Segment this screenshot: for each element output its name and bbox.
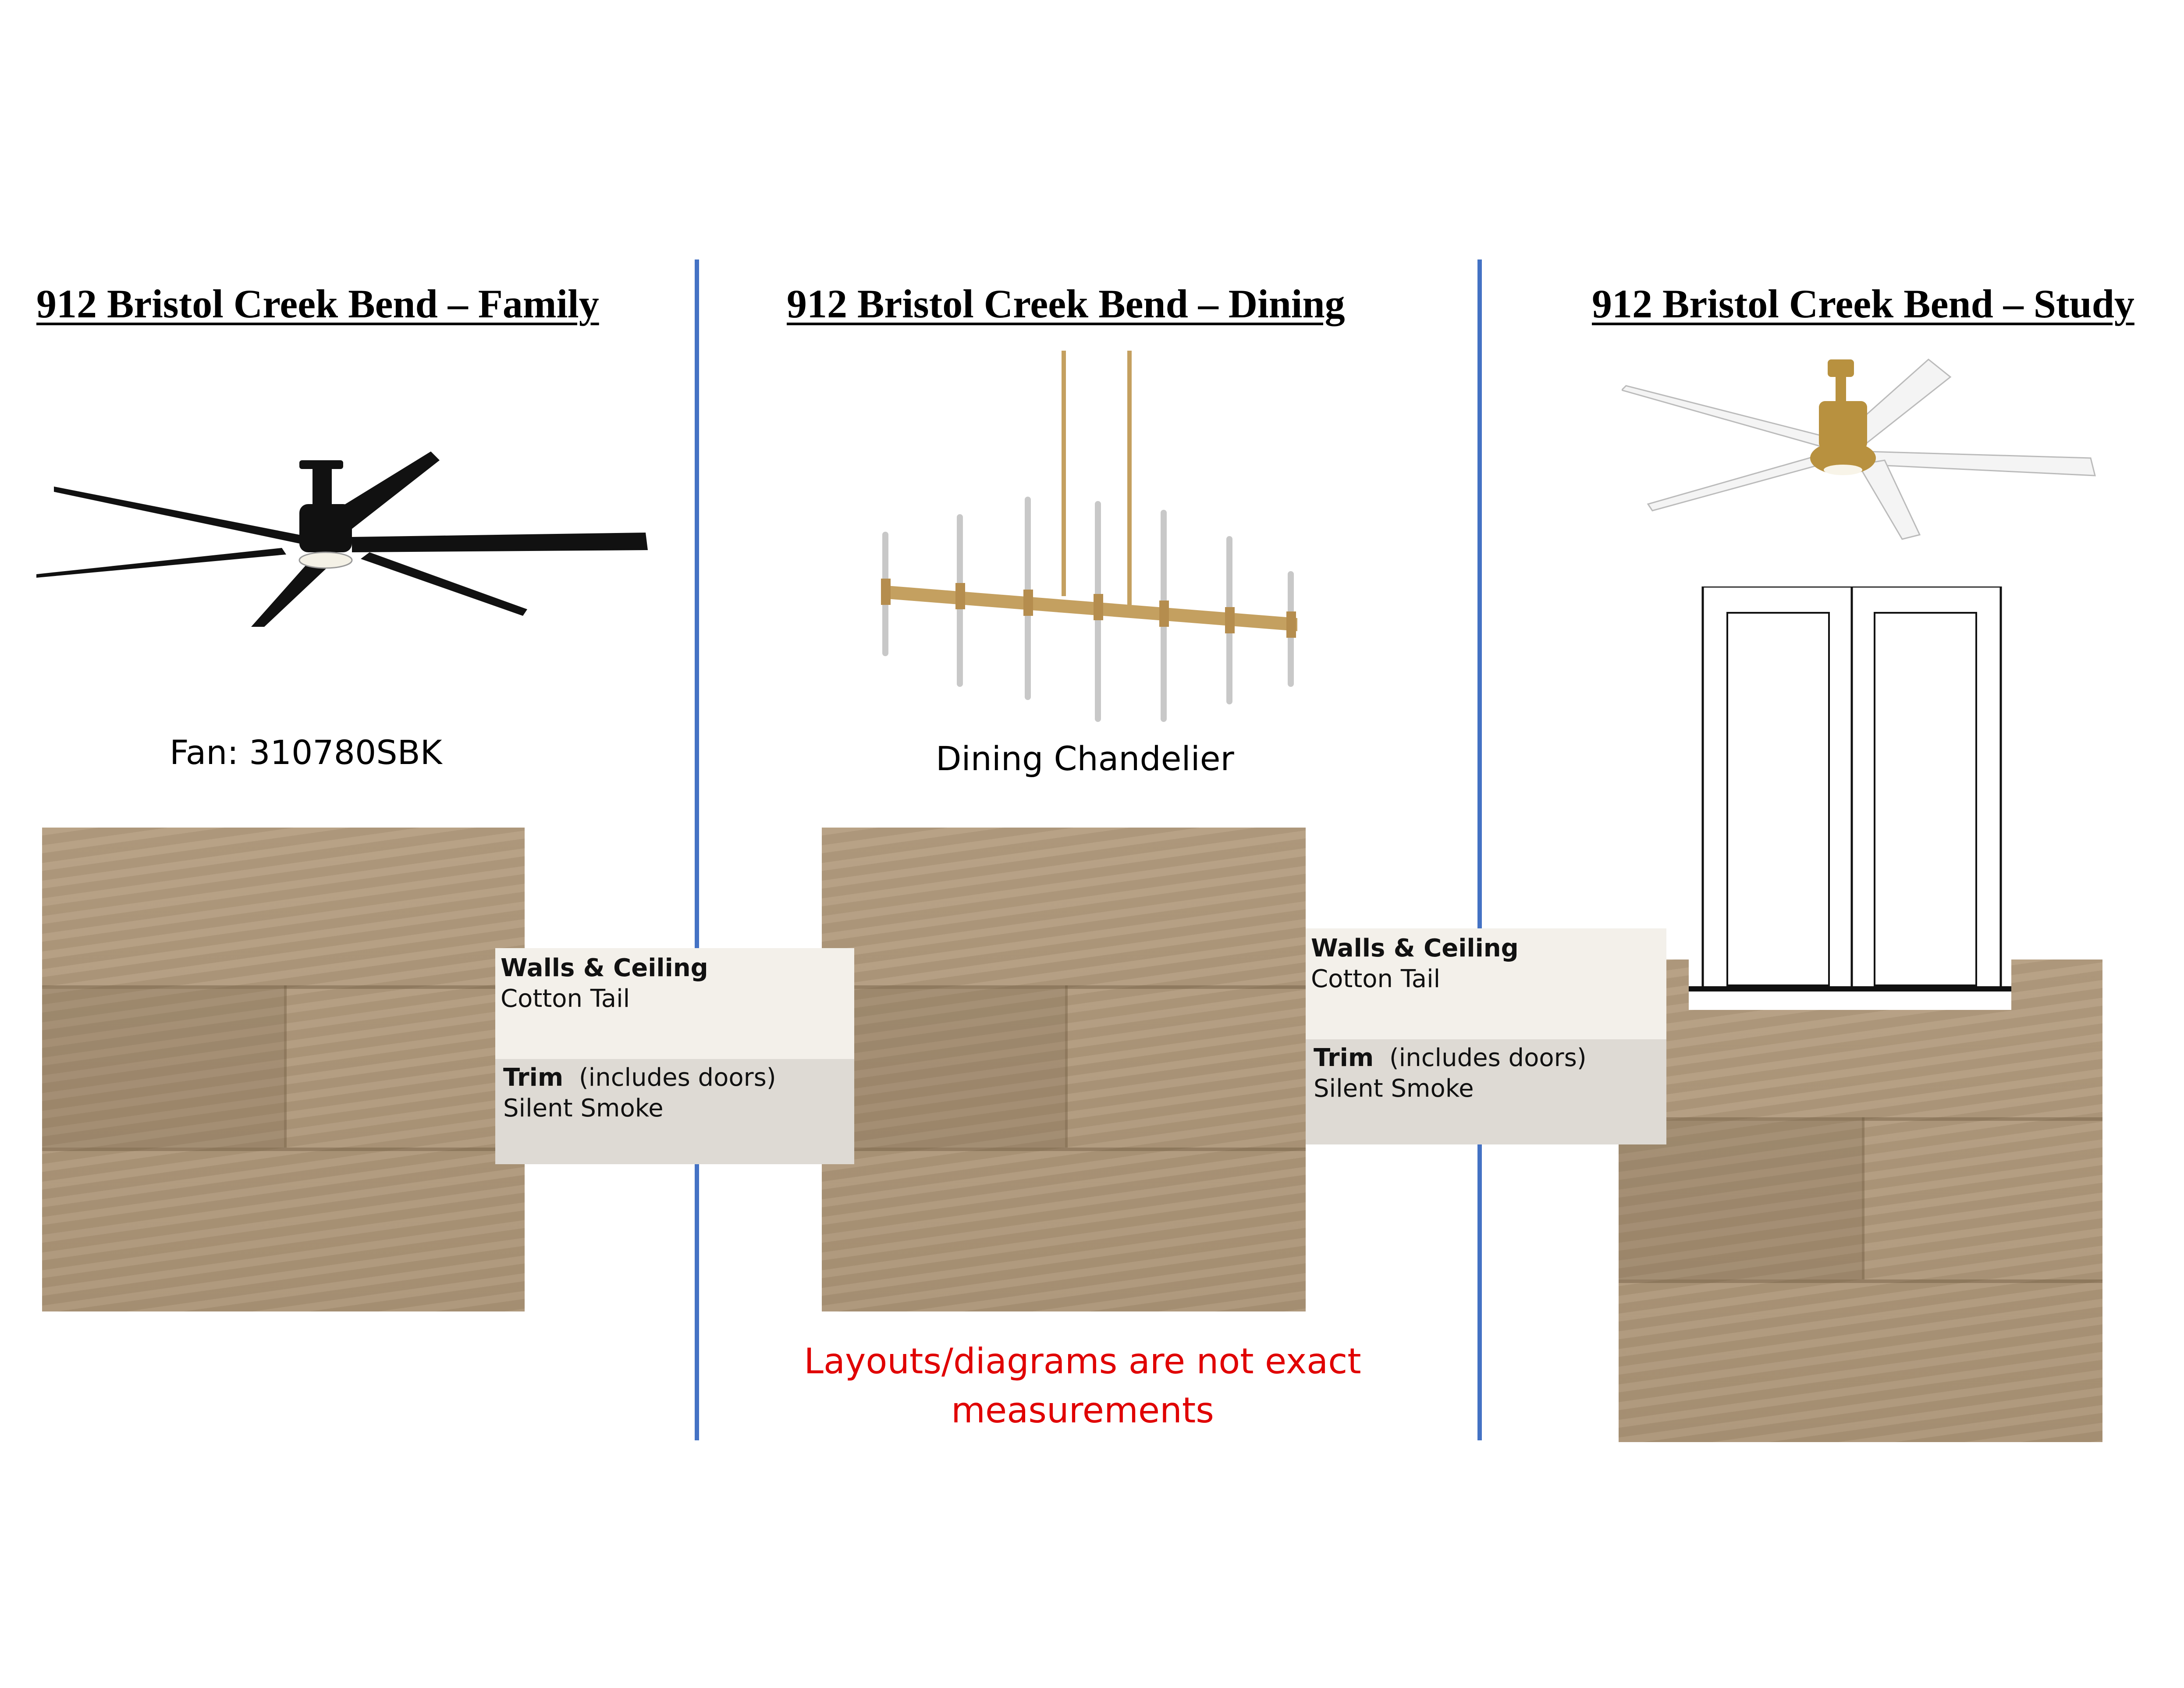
- trim-color: Silent Smoke: [503, 1094, 664, 1123]
- family-title: 912 Bristol Creek Bend – Family: [36, 281, 599, 326]
- disclaimer-line-2: measurements: [951, 1390, 1214, 1431]
- trim-color: Silent Smoke: [1314, 1074, 1474, 1103]
- disclaimer-line-1: Layouts/diagrams are not exact: [804, 1341, 1361, 1382]
- paint-swatch-family-dining: Walls & Ceiling Cotton Tail Trim (includ…: [495, 948, 854, 1164]
- black-ceiling-fan-image: [36, 451, 648, 627]
- walls-label: Walls & Ceiling: [501, 954, 708, 982]
- family-flooring-swatch: [42, 828, 525, 1311]
- dining-flooring-swatch: [822, 828, 1306, 1311]
- double-door-diagram: [1689, 586, 2011, 1010]
- walls-color: Cotton Tail: [501, 984, 630, 1013]
- study-flooring-swatch: [1619, 959, 2102, 1442]
- walls-color: Cotton Tail: [1311, 965, 1441, 993]
- disclaimer-note: Layouts/diagrams are not exact measureme…: [732, 1337, 1433, 1435]
- trim-label-row: Trim (includes doors): [1314, 1043, 1587, 1073]
- chandelier-image: [881, 351, 1297, 722]
- section-divider: [1477, 259, 1482, 1440]
- brass-ceiling-fan-image: [1622, 359, 2096, 540]
- trim-label-row: Trim (includes doors): [503, 1063, 776, 1092]
- trim-label: Trim: [1314, 1044, 1374, 1072]
- paint-swatch-dining-study: Walls & Ceiling Cotton Tail Trim (includ…: [1306, 928, 1666, 1144]
- trim-note: (includes doors): [1389, 1044, 1587, 1072]
- trim-label: Trim: [503, 1063, 564, 1092]
- dining-title: 912 Bristol Creek Bend – Dining: [787, 281, 1345, 326]
- chandelier-caption: Dining Chandelier: [936, 739, 1234, 778]
- walls-label: Walls & Ceiling: [1311, 934, 1519, 963]
- study-title: 912 Bristol Creek Bend – Study: [1592, 281, 2134, 326]
- trim-note: (includes doors): [579, 1063, 776, 1092]
- section-divider: [695, 259, 699, 1440]
- fan-model-caption: Fan: 310780SBK: [170, 733, 442, 772]
